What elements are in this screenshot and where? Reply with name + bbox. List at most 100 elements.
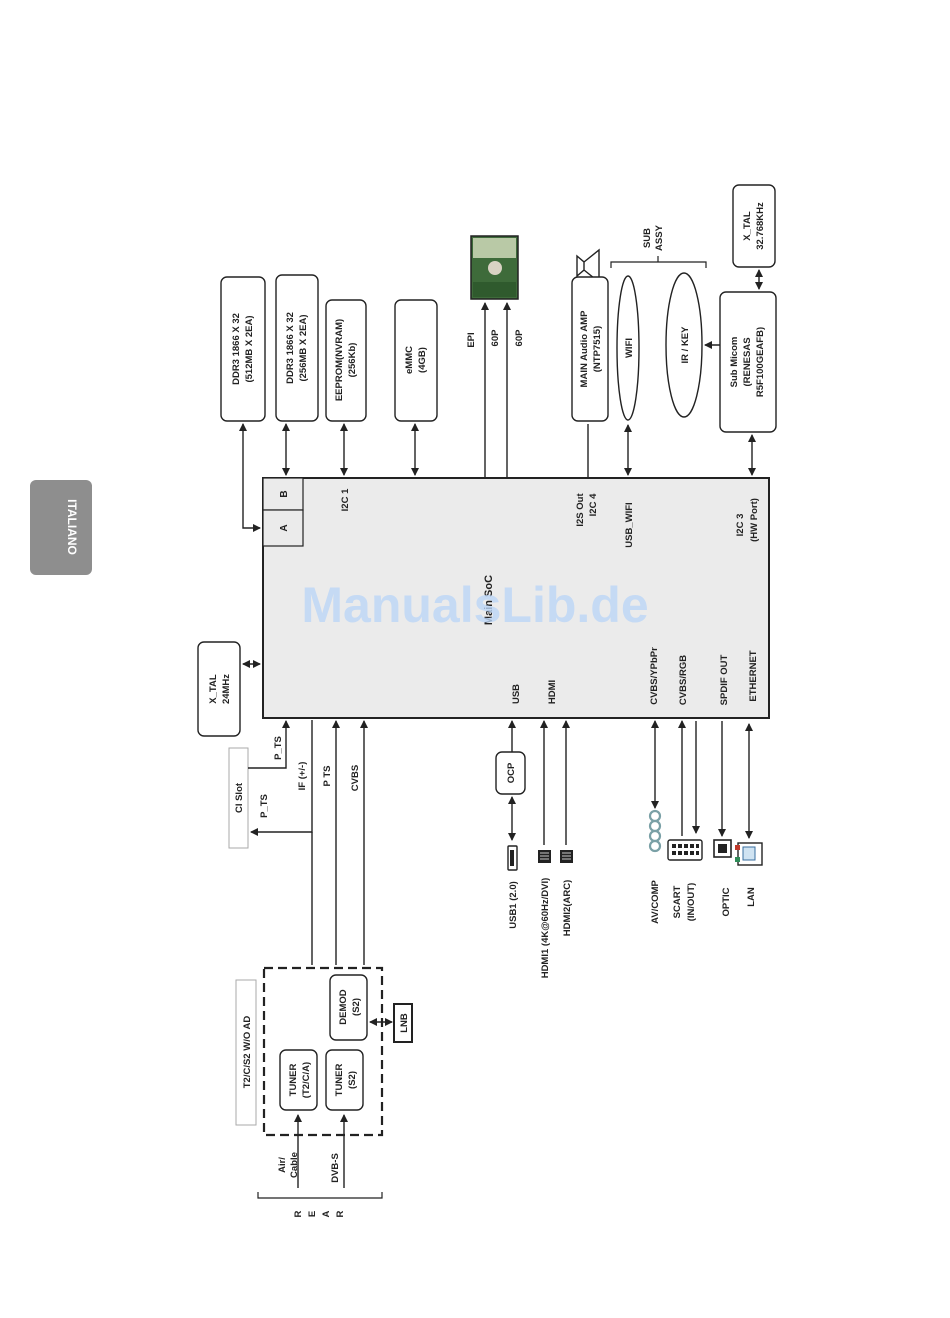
eeprom-line2: (256Kb) [347, 343, 358, 378]
sub-micom-box [719, 291, 777, 433]
emmc-box [394, 299, 438, 422]
wifi-module [616, 275, 640, 421]
lan-port-icon [735, 842, 763, 866]
xtal-24m-box [197, 641, 241, 737]
i2c1-label: I2C 1 [340, 488, 351, 511]
optic-label: OPTIC [721, 887, 732, 916]
ocp-label: OCP [506, 762, 517, 783]
i2c3-label: I2C 3 [735, 514, 746, 537]
tuner2-box [325, 1049, 364, 1111]
ocp-box [495, 751, 526, 795]
sub-micom-line2: (RENESAS [742, 337, 753, 386]
epi-label: EPI [466, 332, 477, 347]
wifi-label: WIFI [624, 338, 635, 358]
usb-wifi-label: USB_WIFI [624, 502, 635, 547]
soc-label: Main SoC [483, 575, 495, 625]
ir-key-label: IR / KEY [680, 326, 691, 364]
if-label: IF (+/-) [297, 762, 308, 791]
eeprom-box [325, 299, 367, 422]
panel-figure [488, 261, 502, 275]
soc-port-a [262, 509, 304, 547]
tuner2-line2: (S2) [347, 1071, 358, 1089]
i2c4-label: I2C 4 [588, 493, 599, 516]
soc-ethernet-label: ETHERNET [748, 650, 759, 701]
panel-ground [473, 282, 516, 297]
ddr3-512mb-link [239, 423, 261, 532]
scart-port-icon [667, 839, 703, 861]
usb-port-tongue [510, 850, 514, 866]
air-label-line2: Cable [289, 1152, 300, 1178]
emmc-line1: eMMC [404, 346, 415, 374]
tuner2-line1: TUNER [334, 1064, 345, 1097]
language-tab[interactable] [30, 480, 92, 575]
main-soc [262, 477, 770, 719]
audio-amp-line1: MAIN Audio AMP [579, 310, 590, 388]
audio-amp-line2: (NTP7515) [592, 326, 603, 372]
i2s-out-label: I2S Out [575, 493, 586, 527]
p-ts-ci-in-label: P_TS [273, 736, 284, 760]
panel-sky [473, 238, 516, 258]
cvbs-label: CVBS [350, 765, 361, 791]
ci-slot-box [228, 747, 249, 849]
sub-micom-line1: Sub Micom [729, 337, 740, 388]
av-comp-label: AV/COMP [650, 880, 661, 924]
demod-box [329, 974, 368, 1041]
ddr3-512mb-line2: (512MB X 2EA) [244, 315, 255, 382]
optic-port-core [718, 844, 727, 853]
hdmi1-pins [540, 852, 549, 860]
ddr3-256mb-line2: (256MB X 2EA) [298, 314, 309, 381]
ddr3-512mb-line1: DDR3 1866 X 32 [231, 313, 242, 385]
sub-assy-bracket [610, 256, 707, 268]
watermark: ManualsLib.de [301, 577, 648, 633]
air-label-line1: Air/ [277, 1157, 288, 1173]
hw-port-label: (HW Port) [749, 498, 760, 542]
usb1-label: USB1 (2.0) [508, 881, 519, 929]
sub-assy-line1: SUB [642, 228, 653, 248]
p-ts-label: P TS [322, 766, 333, 787]
p-ts-ci-out-label: P_TS [259, 794, 270, 818]
tuner-block-title: T2/C/S2 W/O AD [242, 1016, 253, 1089]
soc-cvbs-ypbpr-label: CVBS/YPbPr [649, 647, 660, 705]
tuner1-line1: TUNER [288, 1064, 299, 1097]
tuner1-box [279, 1049, 318, 1111]
xtal-32k-box [732, 184, 776, 268]
tuner1-line2: (T2/C/A) [301, 1062, 312, 1098]
scart-label-line1: SCART [672, 885, 683, 918]
lnb-label: LNB [399, 1013, 410, 1033]
ddr3-512mb-box [220, 276, 266, 422]
speaker-icon [576, 248, 600, 284]
rear-letter-4: R [335, 1210, 346, 1217]
60p-label-b: 60P [514, 329, 525, 347]
hdmi2-label: HDMI2(ARC) [562, 880, 573, 936]
sub-micom-line3: R5F100GEAFB) [755, 327, 766, 397]
scart-pins [672, 844, 699, 855]
ddr3-256mb-box [275, 274, 319, 422]
rear-letter-1: R [293, 1210, 304, 1217]
lnb-box [393, 1003, 413, 1043]
soc-hdmi-label: HDMI [547, 680, 558, 704]
ir-key-module [665, 272, 703, 418]
xtal-32k-line2: 32.768KHz [755, 202, 766, 250]
soc-port-a-label: A [279, 524, 290, 531]
tuner-block [262, 966, 384, 1137]
hdmi2-pins [562, 852, 571, 860]
dvbs-label: DVB-S [330, 1153, 341, 1183]
av-comp-jacks-icon [648, 809, 662, 853]
hdmi2-port-icon [560, 850, 573, 863]
rear-letter-3: A [321, 1210, 332, 1217]
lan-label: LAN [746, 887, 757, 907]
audio-amp-box [571, 276, 609, 422]
xtal-32k-line1: X_TAL [742, 211, 753, 241]
hdmi1-port-icon [538, 850, 551, 863]
rear-letter-2: E [307, 1211, 318, 1217]
rear-bracket [257, 1192, 383, 1199]
60p-label-a: 60P [490, 329, 501, 347]
soc-port-b-label: B [279, 490, 290, 497]
emmc-line2: (4GB) [417, 347, 428, 373]
soc-spdif-label: SPDIF OUT [719, 654, 730, 705]
language-tab-label: ITALIANO [65, 499, 79, 555]
sub-assy-line2: ASSY [654, 224, 665, 251]
tuner-block-title-box [235, 979, 257, 1126]
ddr3-256mb-line1: DDR3 1866 X 32 [285, 312, 296, 384]
